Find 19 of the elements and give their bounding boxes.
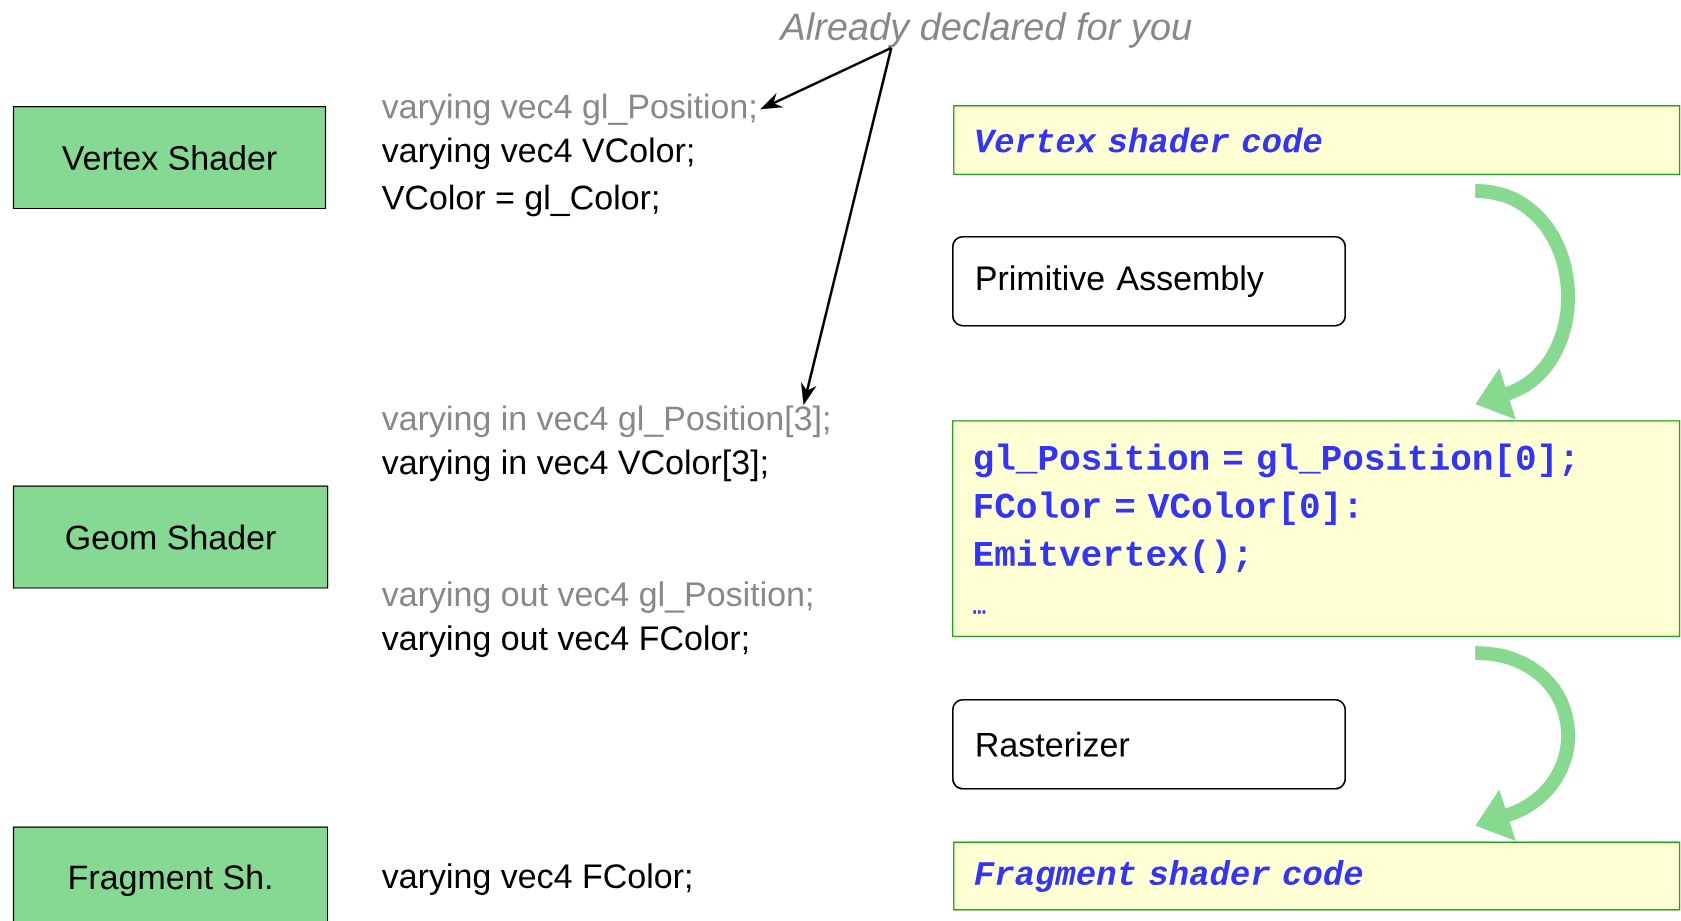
code-line: varying out vec4 FColor; (381, 625, 748, 657)
code-line: varying out vec4 gl_Position; (381, 581, 812, 613)
code-line: varying in vec4 VColor[3]; (381, 449, 766, 482)
shader-box: Geom Shader (12, 485, 329, 589)
code-line: varying vec4 VColor; (381, 137, 693, 170)
stage-box: Primitive Assembly (952, 235, 1346, 327)
code-line: VColor = gl_Color; (381, 184, 658, 217)
code-line: varying vec4 gl_Position; (381, 93, 755, 126)
code-line: varying vec4 FColor; (381, 863, 691, 895)
code-box: Vertex shader code (953, 105, 1681, 175)
annotation-text: Already declared for you (778, 12, 1192, 48)
code-line: varying in vec4 gl_Position[3]; (381, 405, 829, 438)
shader-box: Fragment Sh. (12, 826, 329, 921)
stage-box: Rasterizer (952, 699, 1346, 790)
code-box: Fragment shader code (953, 841, 1681, 911)
arrow (1474, 646, 1575, 842)
arrow (1474, 184, 1575, 420)
shader-box: Vertex Shader (12, 106, 327, 210)
code-box: gl_Position = gl_Position[0]; FColor = VColor[0]: Emitvertex(); … (952, 420, 1681, 637)
